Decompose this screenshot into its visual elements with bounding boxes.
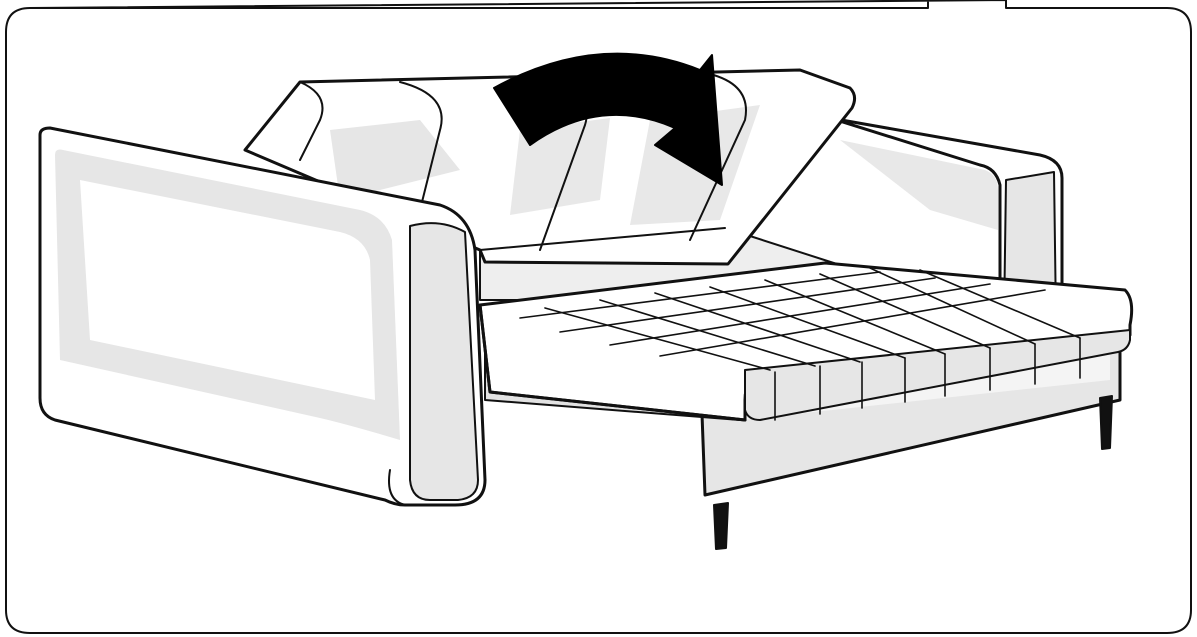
bed-leg-front xyxy=(714,503,728,549)
bed-leg-rear xyxy=(1100,396,1112,449)
